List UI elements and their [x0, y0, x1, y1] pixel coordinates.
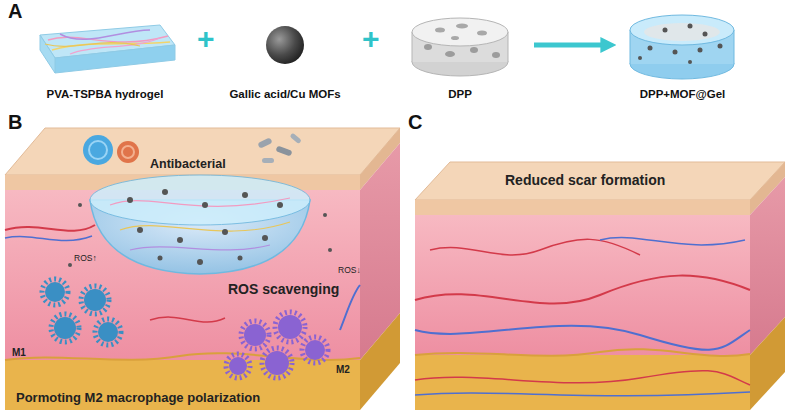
cell-label: M2	[336, 364, 350, 376]
panel-letter: C	[408, 111, 422, 134]
effect-label: Antibacterial	[150, 157, 226, 171]
effect-label: Pormoting M2 macrophage polarization	[16, 391, 260, 406]
ros-level: ROS↓	[338, 266, 361, 276]
process-arrow	[534, 43, 610, 48]
component-caption: DPP+MOF@Gel	[640, 88, 726, 102]
mof-particle	[266, 26, 304, 64]
hydrogel-slab	[40, 25, 175, 73]
component-item: PVA-TSPBA hydrogel	[30, 15, 180, 102]
ros-level: ROS↑	[74, 254, 97, 264]
effect-label: ROS scavenging	[228, 281, 339, 297]
plus-sign: +	[362, 22, 380, 57]
plus-sign: +	[197, 22, 215, 57]
component-caption: Gallic acid/Cu MOFs	[229, 88, 340, 102]
component-caption: PVA-TSPBA hydrogel	[47, 88, 164, 102]
skin-block-wound	[5, 128, 400, 410]
outcome-label: Reduced scar formation	[505, 172, 665, 188]
panel-letter: A	[8, 0, 22, 23]
component-item: DPP	[400, 15, 520, 102]
panel-letter: B	[8, 111, 22, 134]
skin-block-healed	[415, 162, 785, 410]
component-caption: DPP	[448, 88, 472, 102]
composite-gel	[630, 15, 734, 79]
dpp-scaffold	[412, 18, 508, 76]
cell-label: M1	[12, 347, 26, 359]
component-item: DPP+MOF@Gel	[620, 15, 745, 102]
component-item: Gallic acid/Cu MOFs	[220, 15, 350, 102]
